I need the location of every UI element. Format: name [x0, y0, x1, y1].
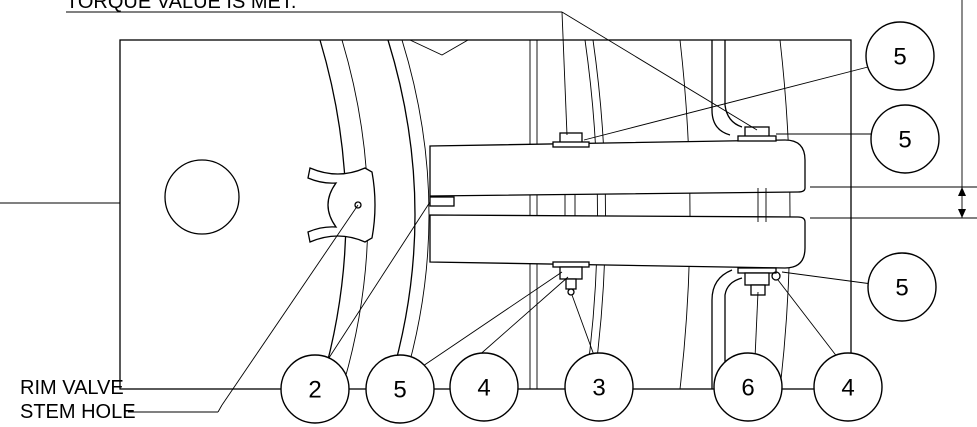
callout-5-bottom-right: 5 [867, 252, 937, 322]
rim-label-line1: RIM VALVE [20, 377, 124, 399]
svg-text:4: 4 [841, 375, 854, 402]
svg-text:5: 5 [393, 377, 406, 404]
rim-label-line2: STEM HOLE [20, 401, 136, 423]
callout-3: 3 [564, 352, 634, 422]
callout-2: 2 [280, 354, 350, 424]
callout-5-bottom: 5 [365, 354, 435, 424]
valve-clip [307, 167, 376, 243]
wheel-plate-outline [119, 39, 852, 390]
svg-text:3: 3 [592, 375, 605, 402]
svg-text:4: 4 [477, 375, 490, 402]
callout-5-top-right-a: 5 [865, 21, 935, 91]
svg-text:5: 5 [893, 44, 906, 71]
callout-6: 6 [713, 352, 783, 422]
rim-right-structure [529, 39, 791, 390]
svg-text:6: 6 [741, 375, 754, 402]
valve-stem-hole [164, 159, 240, 235]
callout-4-right: 4 [813, 352, 883, 422]
callout-4-left: 4 [449, 352, 519, 422]
svg-text:2: 2 [308, 377, 321, 404]
svg-text:5: 5 [898, 127, 911, 154]
svg-text:5: 5 [895, 275, 908, 302]
leader-lines [221, 11, 873, 406]
bolts [552, 126, 781, 296]
callout-5-top-right-b: 5 [870, 104, 940, 174]
clamp-band [429, 139, 806, 269]
top-note: TORQUE VALUE IS MET. [66, 0, 296, 13]
gap-dimension [810, 186, 977, 219]
